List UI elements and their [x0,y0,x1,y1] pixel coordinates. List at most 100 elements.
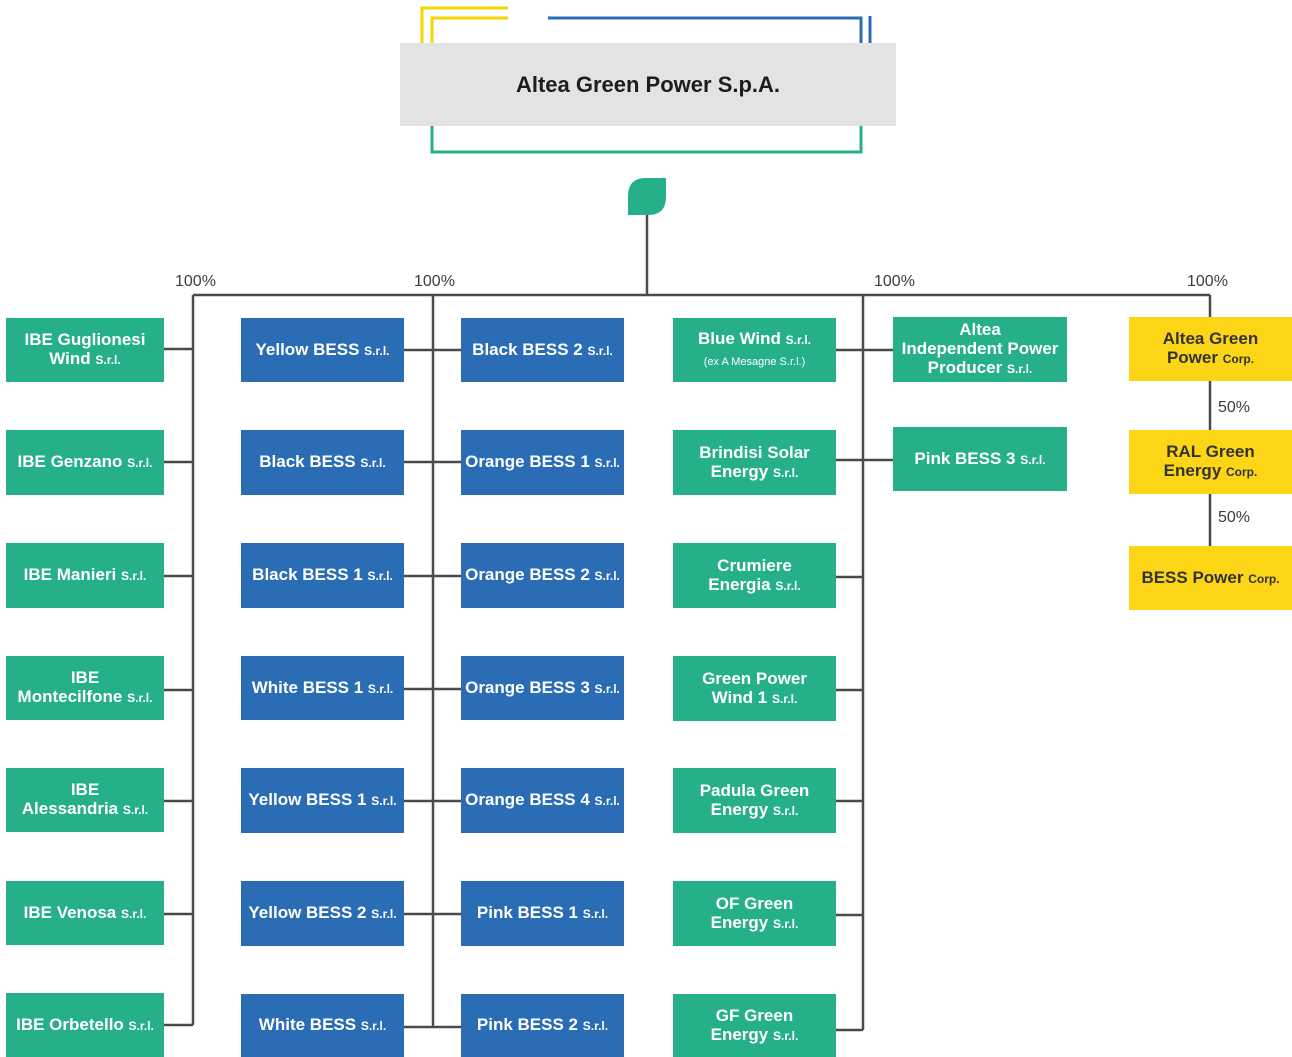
company-name: Pink BESS 2 [476,1015,578,1034]
company-name: IBE Guglionesi [24,330,146,349]
company-box: Crumiere Energia S.r.l. [673,543,836,608]
company-box: IBE Genzano S.r.l. [6,430,164,495]
company-box: Orange BESS 4 S.r.l. [461,768,624,833]
company-suffix: Corp. [1222,352,1255,366]
company-suffix: S.r.l. [582,907,609,921]
company-box: Blue Wind S.r.l. (ex A Mesagne S.r.l.) [673,318,836,382]
company-name-line3: Producer [927,358,1003,377]
company-suffix: S.r.l. [122,803,149,817]
company-name: Altea [959,320,1001,339]
company-suffix: S.r.l. [773,1028,799,1043]
company-name: Orange BESS 3 [465,677,590,697]
company-suffix: S.r.l. [95,353,121,367]
company-suffix: S.r.l. [120,906,147,921]
company-box: Pink BESS 3 S.r.l. [893,427,1067,491]
company-box: IBE Venosa S.r.l. [6,881,164,945]
company-box: Altea Independent Power Producer S.r.l. [893,317,1067,382]
company-box: White BESS 1 S.r.l. [241,656,404,720]
company-box: Yellow BESS 2 S.r.l. [241,881,404,946]
company-suffix: S.r.l. [594,569,620,583]
company-suffix: S.r.l. [367,569,393,583]
company-name: RAL Green [1166,442,1255,461]
company-box: Orange BESS 2 S.r.l. [461,543,624,608]
company-suffix: S.r.l. [773,465,799,480]
company-suffix: Corp. [1248,571,1280,586]
company-box: IBE Montecilfone S.r.l. [6,656,164,720]
company-name-line2: Energy [710,912,769,932]
company-name: IBE [70,780,100,799]
company-name-line2: Energy [710,799,769,819]
company-suffix: S.r.l. [127,456,153,470]
company-name: IBE [70,668,100,687]
company-suffix: S.r.l. [582,1019,609,1033]
company-suffix: S.r.l. [773,803,799,818]
company-name: IBE Manieri [23,565,117,584]
company-suffix: Corp. [1226,465,1258,479]
company-name: Blue Wind [697,328,781,348]
company-suffix: S.r.l. [367,681,394,696]
company-box: GF Green Energy S.r.l. [673,994,836,1057]
company-suffix: S.r.l. [594,681,620,696]
company-box: IBE Manieri S.r.l. [6,543,164,608]
company-name-line2: Alessandria [21,799,119,818]
company-box: Pink BESS 1 S.r.l. [461,881,624,946]
ownership-label: 100% [874,273,915,290]
company-name: Pink BESS 1 [476,903,578,922]
company-box: Black BESS S.r.l. [241,430,404,495]
company-suffix: S.r.l. [594,456,620,470]
company-box: BESS Power Corp. [1129,546,1292,610]
company-name: Orange BESS 4 [465,790,590,809]
company-box: OF Green Energy S.r.l. [673,881,836,946]
company-box: Orange BESS 3 S.r.l. [461,656,624,720]
company-name: Black BESS [259,452,356,471]
company-suffix: S.r.l. [371,794,397,808]
parent-company-box: Altea Green Power S.p.A. [400,43,896,126]
company-box: Black BESS 1 S.r.l. [241,543,404,608]
company-name: Orange BESS 2 [465,565,590,584]
company-name-line2: Wind 1 [711,687,768,707]
company-box: White BESS S.r.l. [241,994,404,1057]
company-box: Brindisi Solar Energy S.r.l. [673,430,836,495]
leaf-icon [628,178,666,215]
company-box: Yellow BESS 1 S.r.l. [241,768,404,833]
company-suffix: S.r.l. [364,343,390,358]
company-box: IBE Guglionesi Wind S.r.l. [6,318,164,382]
company-name: Padula Green [699,780,810,800]
company-suffix: S.r.l. [1020,452,1046,467]
company-suffix: S.r.l. [371,907,397,921]
company-name-line2: Power [1166,348,1218,367]
company-name-line2: Energia [708,574,771,594]
company-box: Orange BESS 1 S.r.l. [461,430,624,495]
company-name: Crumiere [717,555,792,575]
company-suffix: S.r.l. [360,456,386,470]
company-name: Yellow BESS 1 [248,790,367,809]
company-box: Altea Green Power Corp. [1129,317,1292,381]
company-name-line2: Energy [1163,461,1222,480]
company-name: Black BESS 1 [252,565,363,584]
ownership-label: 50% [1218,509,1251,526]
company-suffix: S.r.l. [587,343,613,358]
company-box: IBE Orbetello S.r.l. [6,993,164,1057]
company-box: RAL Green Energy Corp. [1129,430,1292,494]
company-suffix: S.r.l. [773,916,799,931]
company-suffix: S.r.l. [120,569,147,583]
ownership-label: 100% [175,273,216,290]
company-name-line2: Independent Power [901,339,1059,358]
company-suffix: S.r.l. [594,794,620,808]
company-name: Brindisi Solar [699,442,810,462]
company-name: IBE Orbetello [16,1014,124,1034]
ownership-label: 100% [1187,273,1228,290]
company-box: Pink BESS 2 S.r.l. [461,994,624,1057]
frame-green [430,126,863,154]
company-name: Altea Green [1162,329,1259,348]
company-box: Yellow BESS S.r.l. [241,318,404,382]
company-name: White BESS [258,1015,357,1034]
company-name: Orange BESS 1 [465,452,590,471]
company-box: Padula Green Energy S.r.l. [673,768,836,833]
company-suffix: S.r.l. [1007,362,1033,376]
company-name-line2: Energy [710,1024,769,1044]
company-name-line2: Wind [49,349,91,368]
company-note: (ex A Mesagne S.r.l.) [703,355,806,368]
company-name: Pink BESS 3 [914,448,1016,468]
company-suffix: S.r.l. [775,578,801,593]
